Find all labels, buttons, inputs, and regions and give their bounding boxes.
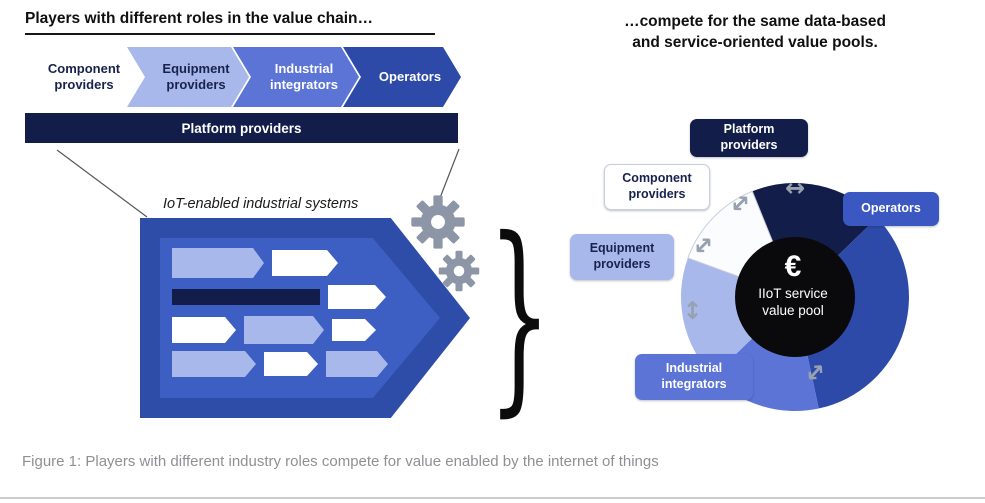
- system-shape: [328, 285, 386, 309]
- center-label-line1: IIoT service: [758, 285, 828, 301]
- chain-step-industrial-integrators: Industrial integrators: [233, 47, 359, 107]
- system-bar: [172, 289, 320, 305]
- value-pool-center-circle: [735, 237, 855, 357]
- figure-caption: Figure 1: Players with different industr…: [22, 453, 659, 470]
- system-shape: [326, 351, 388, 377]
- right-panel-title: …compete for the same data-based and ser…: [570, 12, 940, 54]
- right-title-line1: …compete for the same data-based: [624, 13, 886, 30]
- system-shape: [332, 319, 376, 341]
- pool-label-operators: Operators: [843, 192, 939, 226]
- system-shape: [264, 352, 318, 376]
- pool-label-component-providers: Component providers: [604, 164, 710, 210]
- system-shape-row: [172, 285, 388, 309]
- euro-symbol: €: [784, 250, 802, 283]
- systems-inner-arrow: [160, 238, 440, 398]
- value-chain: Component providers Equipment providers …: [25, 47, 461, 107]
- value-pool-diagram: € IIoT service value pool Platform provi…: [558, 108, 983, 438]
- right-title-line2: and service-oriented value pools.: [632, 33, 878, 51]
- left-panel-title: Players with different roles in the valu…: [25, 10, 435, 35]
- gear-icon: [409, 193, 467, 256]
- chain-step-equipment-providers: Equipment providers: [127, 47, 249, 107]
- center-label-line2: value pool: [762, 303, 824, 319]
- gear-icon: [437, 249, 481, 298]
- double-arrow-icon: ↔: [679, 299, 708, 321]
- platform-providers-bar: Platform providers: [25, 113, 458, 143]
- iot-systems-box: [140, 218, 470, 418]
- systems-box-label: IoT-enabled industrial systems: [163, 196, 359, 212]
- system-shape: [172, 248, 264, 278]
- connector-line-left: [56, 149, 148, 218]
- system-shapes: [172, 248, 388, 377]
- curly-brace: }: [488, 211, 552, 418]
- system-shape: [172, 351, 256, 377]
- value-pool-center: € IIoT service value pool: [733, 250, 853, 320]
- system-shape-row: [172, 248, 388, 278]
- chain-step-operators: Operators: [343, 47, 461, 107]
- double-arrow-icon: ↔: [785, 174, 806, 202]
- pool-label-equipment-providers: Equipment providers: [570, 234, 674, 280]
- bottom-divider: [0, 497, 985, 499]
- system-shape-row: [172, 316, 388, 344]
- system-shape: [244, 316, 324, 344]
- system-shape-row: [172, 351, 388, 377]
- pool-label-industrial-integrators: Industrial integrators: [635, 354, 753, 400]
- system-shape: [272, 250, 338, 276]
- curly-brace-glyph: }: [488, 193, 552, 435]
- system-shape: [172, 317, 236, 343]
- chain-step-component-providers: Component providers: [25, 47, 143, 107]
- pool-label-platform-providers: Platform providers: [690, 119, 808, 157]
